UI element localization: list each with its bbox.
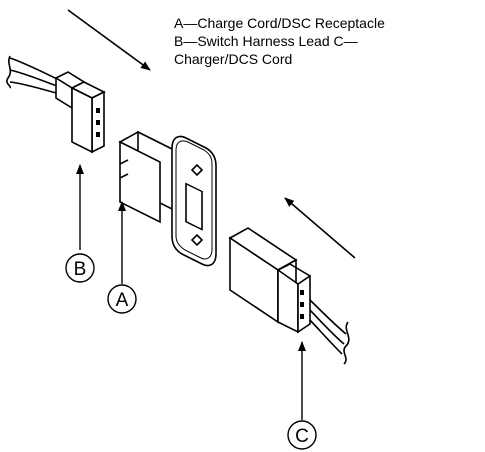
callout-c: C	[287, 420, 317, 450]
insertion-arrow-bottom	[284, 197, 356, 259]
legend-caption: A—Charge Cord/DSC Receptacle B—Switch Ha…	[174, 14, 474, 68]
charger-cord	[228, 227, 350, 365]
insertion-arrow-top	[67, 9, 151, 71]
callout-a: A	[107, 284, 137, 314]
switch-harness-lead	[6, 55, 106, 154]
callout-a-label: A	[116, 290, 129, 311]
legend-line-c: Charger/DCS Cord	[174, 51, 293, 67]
callout-b: B	[65, 253, 95, 283]
legend-line-b: B—Switch Harness Lead C—	[174, 33, 358, 49]
callout-b-label: B	[74, 259, 87, 280]
callout-c-label: C	[295, 426, 309, 447]
charge-receptacle	[118, 130, 217, 267]
legend-line-a: A—Charge Cord/DSC Receptacle	[174, 15, 385, 31]
